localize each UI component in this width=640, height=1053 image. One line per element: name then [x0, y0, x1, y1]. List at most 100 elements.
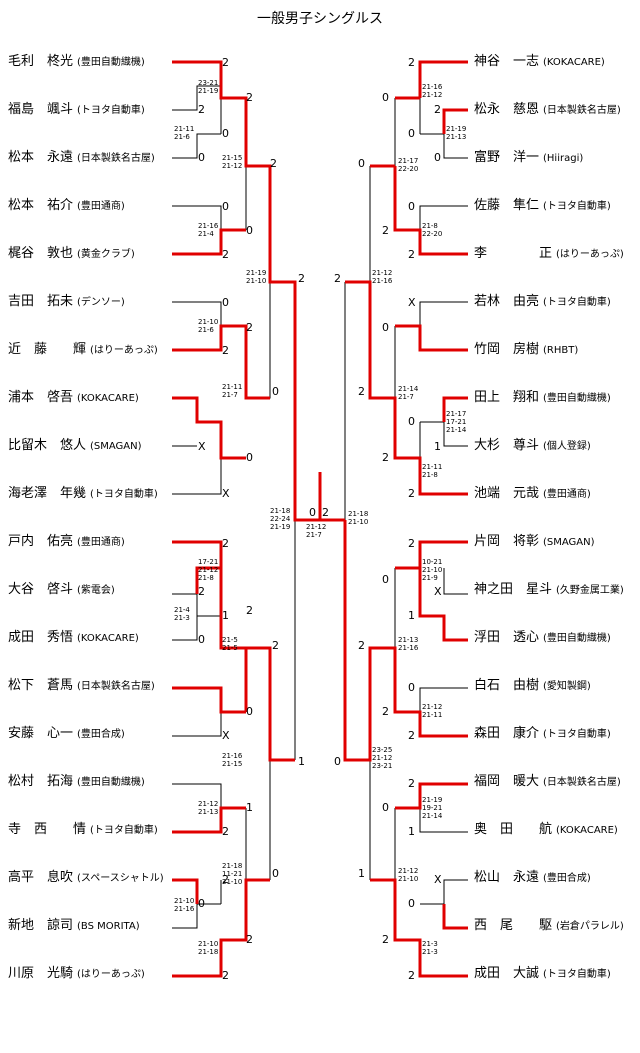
- game-score: 21-15: [222, 760, 243, 768]
- game-score: 21-8: [198, 574, 214, 582]
- game-score: 21-12: [372, 754, 393, 762]
- player-team: (豊田自動織機): [543, 393, 611, 404]
- game-score: 21-7: [222, 391, 238, 399]
- game-score: 21-16: [174, 905, 195, 913]
- match-score: 0: [309, 506, 316, 519]
- player-team: (豊田自動織機): [77, 777, 145, 788]
- player-team: (日本製鉄名古屋): [77, 681, 155, 692]
- player-team: (豊田通商): [77, 201, 125, 212]
- left-player-entry: 比留木 悠人(SMAGAN): [8, 438, 142, 455]
- player-team: (豊田通商): [543, 489, 591, 500]
- match-score: 2: [222, 344, 229, 357]
- game-score: 21-18: [270, 507, 291, 515]
- game-score: 21-10: [174, 897, 195, 905]
- game-score: 21-16: [422, 83, 443, 91]
- right-player-entry: 富野 洋一(Hiiragi): [474, 150, 583, 167]
- player-team: (トヨタ自動車): [543, 969, 611, 980]
- game-score: 17-21: [446, 418, 467, 426]
- left-player-entry: 浦本 啓吾(KOKACARE): [8, 390, 139, 407]
- player-name: 神之田 星斗: [474, 582, 553, 597]
- game-score: 21-17: [446, 410, 467, 418]
- match-score: 0: [222, 127, 229, 140]
- page-title: 一般男子シングルス: [257, 11, 383, 27]
- match-score: 2: [222, 248, 229, 261]
- match-score: 2: [408, 729, 415, 742]
- player-name: 白石 由樹: [474, 678, 540, 693]
- left-player-entry: 毛利 柊光(豊田自動織機): [8, 54, 145, 71]
- game-score: 23-25: [372, 746, 393, 754]
- game-score: 21-5: [222, 636, 238, 644]
- player-name: 松本 祐介: [8, 198, 74, 213]
- player-name: 田上 翔和: [474, 390, 540, 405]
- right-player-entry: 大杉 尊斗(個人登録): [474, 438, 591, 455]
- game-score: 21-8: [422, 222, 438, 230]
- game-score: 21-12: [198, 566, 219, 574]
- match-score: 2: [222, 56, 229, 69]
- player-name: 佐藤 隼仁: [474, 198, 540, 213]
- match-score: 2: [222, 825, 229, 838]
- game-score: 21-13: [198, 808, 219, 816]
- left-player-entry: 松下 蒼馬(日本製鉄名古屋): [8, 678, 155, 695]
- match-score: 1: [222, 609, 229, 622]
- game-score: 21-12: [306, 523, 327, 531]
- match-score: 0: [334, 755, 341, 768]
- game-score: 21-12: [222, 162, 243, 170]
- game-score: 21-10: [198, 940, 219, 948]
- player-name: 成田 大誠: [474, 966, 540, 981]
- player-team: (紫電会): [77, 585, 115, 596]
- match-score: 2: [222, 537, 229, 550]
- game-score: 23-21: [198, 79, 219, 87]
- player-name: 福岡 暖大: [474, 774, 540, 789]
- left-player-entry: 松本 永遠(日本製鉄名古屋): [8, 150, 155, 167]
- right-player-entry: 若林 由亮(トヨタ自動車): [474, 294, 611, 311]
- match-score: 0: [382, 801, 389, 814]
- game-score: 21-12: [422, 703, 443, 711]
- game-score: 21-11: [422, 711, 443, 719]
- game-score: 21-17: [398, 157, 419, 165]
- match-score: 0: [358, 157, 365, 170]
- left-player-entry: 松村 拓海(豊田自動織機): [8, 774, 145, 791]
- game-score: 21-19: [446, 125, 467, 133]
- game-score: 21-11: [222, 383, 243, 391]
- game-score: 21-13: [398, 636, 419, 644]
- game-score: 21-12: [422, 91, 443, 99]
- game-score: 22-20: [398, 165, 419, 173]
- player-name: 松下 蒼馬: [8, 678, 74, 693]
- right-player-entry: 森田 康介(トヨタ自動車): [474, 726, 611, 743]
- game-score: 21-14: [446, 426, 467, 434]
- game-score: 21-4: [174, 606, 190, 614]
- player-name: 森田 康介: [474, 726, 540, 741]
- match-score: 2: [408, 537, 415, 550]
- match-score: 2: [408, 777, 415, 790]
- game-score: 21-10: [398, 875, 419, 883]
- match-score: 2: [298, 272, 305, 285]
- player-team: (トヨタ自動車): [90, 489, 158, 500]
- right-player-entry: 西 尾 駆(岩倉パラレル): [474, 918, 624, 935]
- game-score: 21-16: [372, 277, 393, 285]
- match-score: 0: [198, 897, 205, 910]
- left-player-entry: 大谷 啓斗(紫電会): [8, 582, 115, 599]
- game-score: 21-14: [398, 385, 419, 393]
- right-player-entry: 浮田 透心(豊田自動織機): [474, 630, 611, 647]
- player-team: (豊田合成): [77, 729, 125, 740]
- left-player-entry: 高平 息吹(スペースシャトル): [8, 870, 164, 887]
- game-score: 21-4: [198, 230, 214, 238]
- player-team: (SMAGAN): [90, 441, 142, 452]
- match-score: 2: [222, 873, 229, 886]
- player-team: (Hiiragi): [543, 153, 584, 164]
- match-score: 0: [246, 705, 253, 718]
- match-score: 2: [434, 103, 441, 116]
- match-score: 0: [198, 633, 205, 646]
- game-score: 21-13: [446, 133, 467, 141]
